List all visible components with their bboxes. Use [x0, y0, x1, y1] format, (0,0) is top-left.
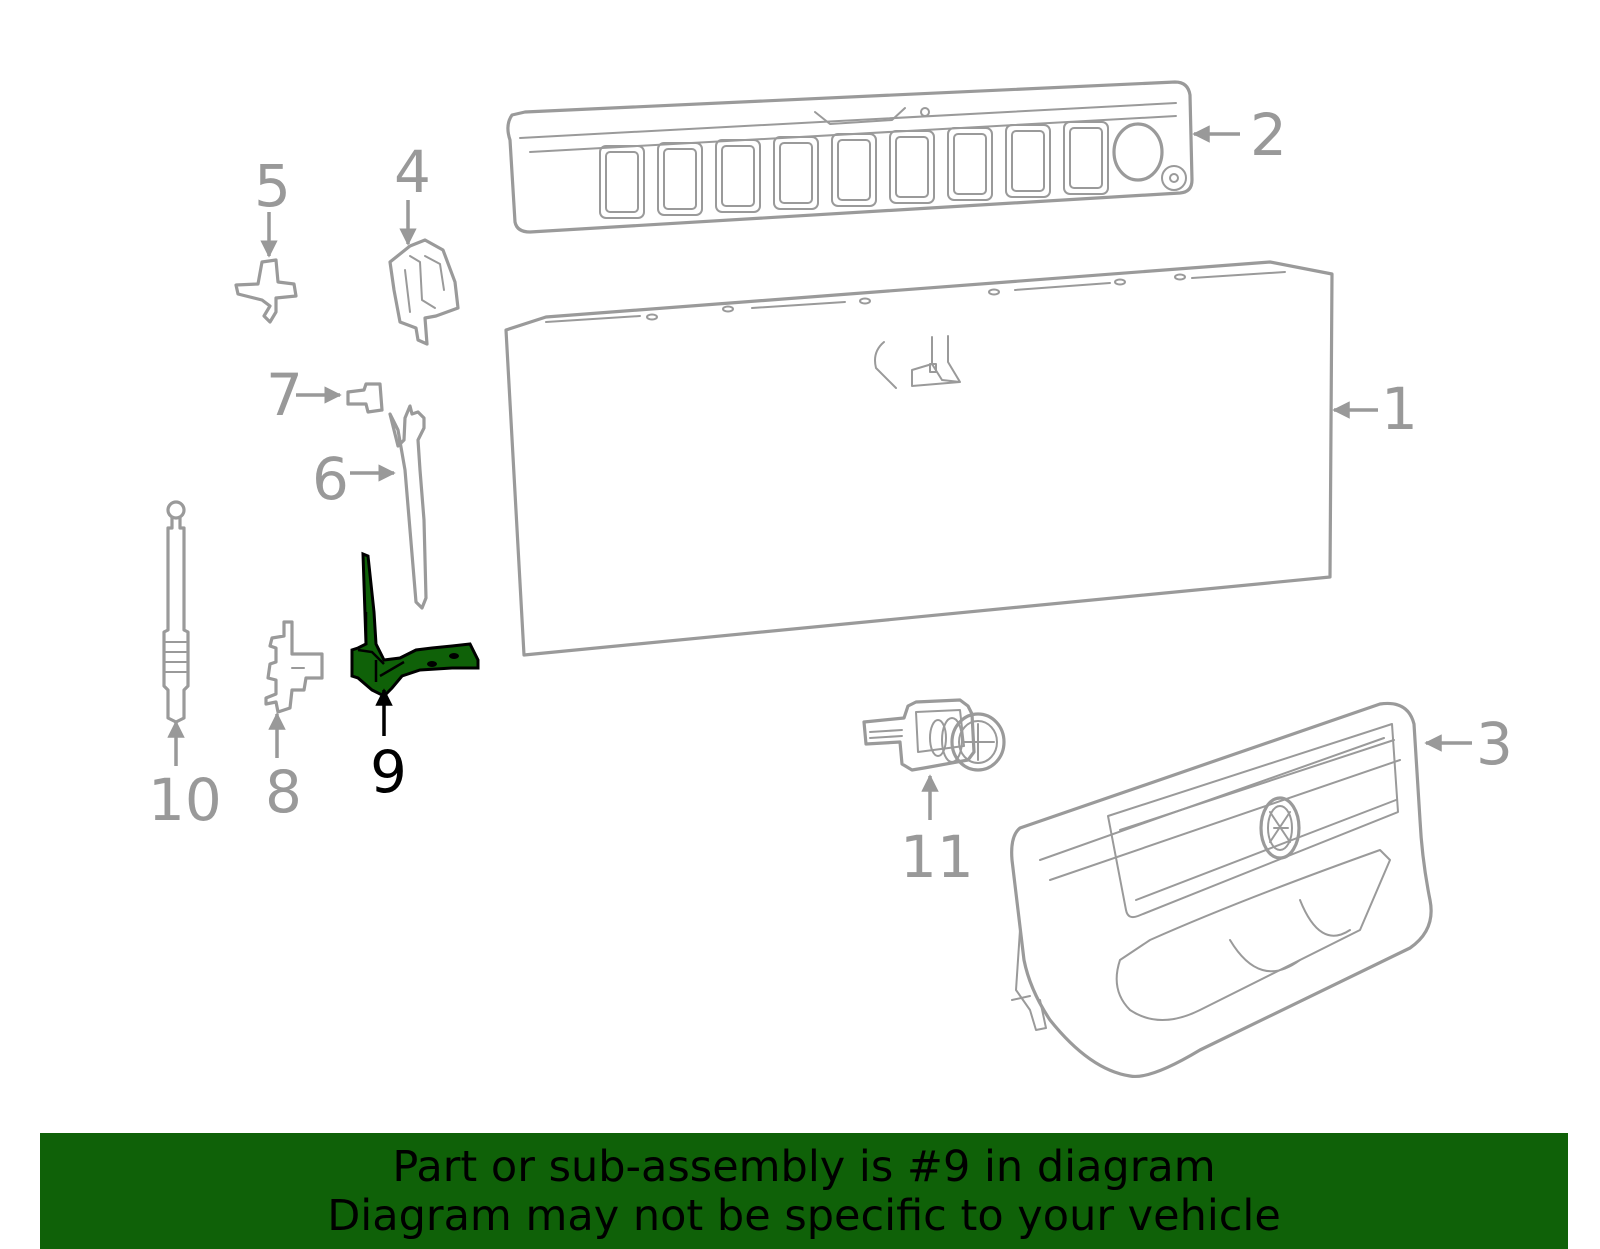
- part-5-clip[interactable]: [234, 258, 298, 324]
- info-banner: Part or sub-assembly is #9 in diagram Di…: [40, 1133, 1568, 1249]
- part-11-camera[interactable]: [862, 698, 1006, 772]
- part-2-top-cap[interactable]: [506, 80, 1194, 234]
- callout-11: 11: [900, 823, 974, 891]
- callout-10: 10: [148, 766, 222, 834]
- callout-9: 9: [370, 738, 407, 806]
- callout-4: 4: [394, 138, 431, 206]
- callout-arrows: [167, 125, 1472, 820]
- callout-5: 5: [254, 152, 291, 220]
- callout-3: 3: [1476, 710, 1513, 778]
- callout-1: 1: [1381, 375, 1418, 443]
- callout-labels: 2 1 3 4 5 7 6 10 8 11 9: [148, 101, 1513, 891]
- part-3-handle-bezel[interactable]: [1010, 701, 1433, 1079]
- part-8-latch[interactable]: [264, 620, 324, 714]
- banner-disclaimer: Diagram may not be specific to your vehi…: [327, 1191, 1281, 1241]
- part-1-tailgate[interactable]: [504, 260, 1334, 657]
- callout-2: 2: [1250, 101, 1287, 169]
- part-7-fastener[interactable]: [346, 382, 384, 414]
- callout-7: 7: [266, 361, 303, 429]
- part-6-rod[interactable]: [388, 404, 428, 610]
- callout-8: 8: [265, 758, 302, 826]
- callout-6: 6: [312, 445, 349, 513]
- part-4-bracket[interactable]: [388, 238, 460, 346]
- part-9-hinge-bracket[interactable]: [350, 551, 480, 698]
- banner-part-note: Part or sub-assembly is #9 in diagram: [392, 1142, 1216, 1192]
- part-10-strut[interactable]: [162, 500, 190, 724]
